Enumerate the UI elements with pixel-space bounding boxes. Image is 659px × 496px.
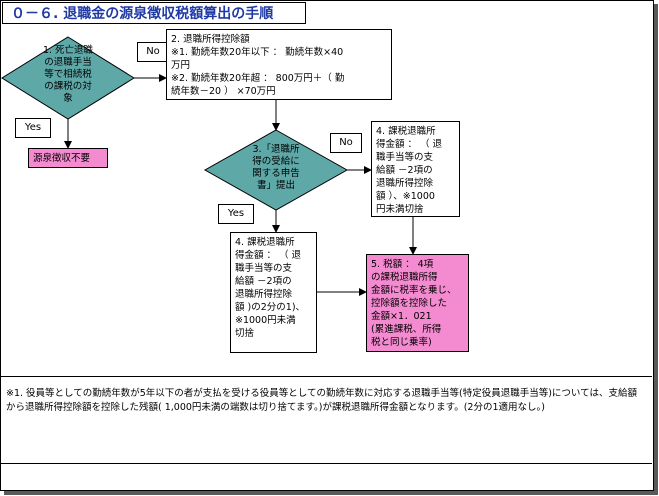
footnote: ※1. 役員等としての勤続年数が5年以下の者が支払を受ける役員等としての勤続年数…	[0, 376, 652, 464]
no-label-2: No	[330, 133, 362, 153]
result-no-withholding: 源泉徴収不要	[28, 148, 108, 168]
box-tax-amount: 5. 税額 ： 4項 の課税退職所得 金額に税率を乗じ、 控除額を控除した 金額…	[366, 254, 469, 352]
decision1-text: 1. 死亡退職 の退職手当 等で相続税 の課税の対 象	[42, 45, 94, 104]
box-taxable-income-with-declaration: 4. 課税退職所 得金額 ： （ 退 職手当等の支 給額 －2項の 退職所得控除…	[230, 232, 317, 353]
page-title: ０－６. 退職金の源泉徴収税額算出の手順	[2, 2, 306, 24]
yes-label-2: Yes	[218, 204, 254, 224]
no-label-1: No	[137, 42, 169, 62]
decision3-text: 3.「退職所 得の受給に 関する申告 書」提出	[252, 144, 300, 191]
box-taxable-income-no-declaration: 4. 課税退職所 得金額 ： （ 退 職手当等の支 給額 －2項の 退職所得控除…	[371, 121, 460, 217]
yes-label-1: Yes	[15, 118, 51, 138]
box-deduction: 2. 退職所得控除額 ※1. 勤続年数20年以下 ： 勤続年数×40 万円 ※2…	[166, 29, 392, 100]
